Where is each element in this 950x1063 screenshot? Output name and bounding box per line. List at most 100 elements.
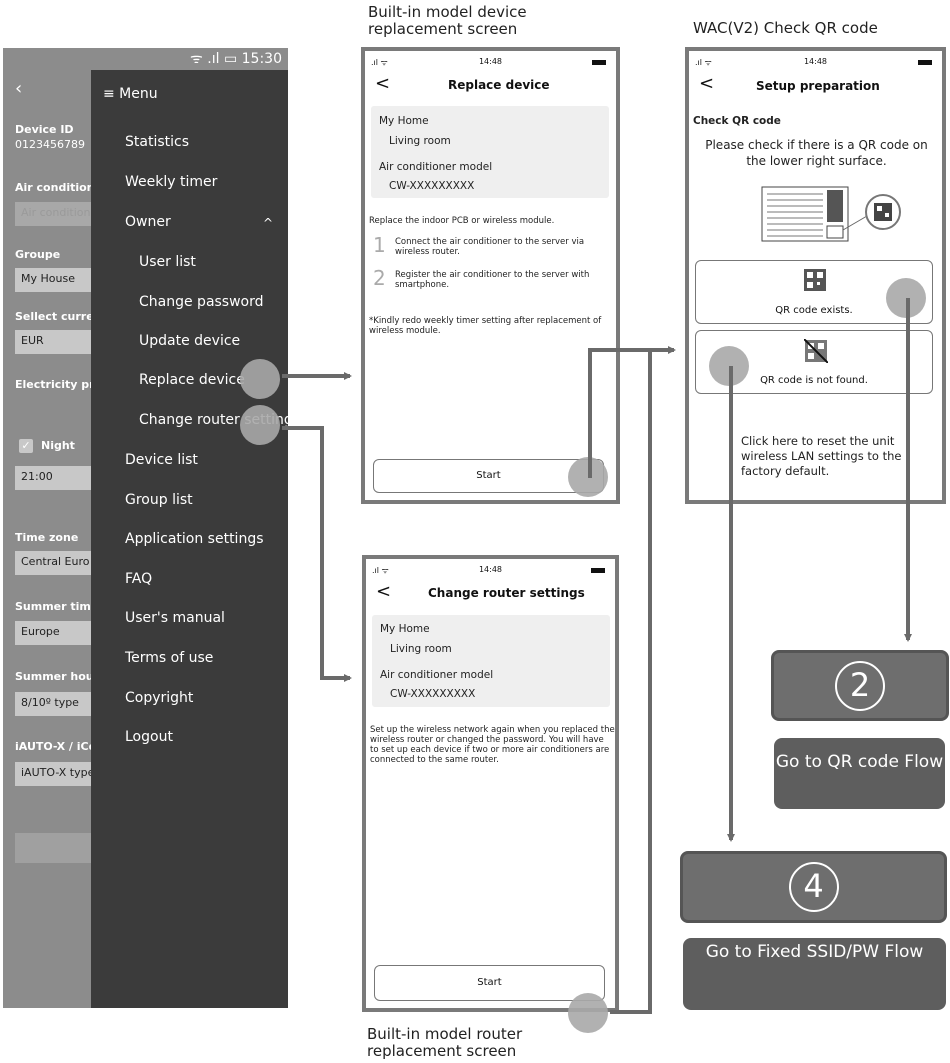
menu-item-users-manual[interactable]: User's manual <box>125 610 225 626</box>
menu-item-update-device[interactable]: Update device <box>139 333 241 349</box>
check-qr-heading: Check QR code <box>693 115 781 127</box>
menu-item-application-settings[interactable]: Application settings <box>125 531 264 547</box>
caption-line: replacement screen <box>367 1042 517 1060</box>
flow-number-box-4: 4 <box>680 851 947 923</box>
arrow-change-router <box>282 426 352 682</box>
tap-indicator-replace-device <box>240 359 280 399</box>
instruction-text: Please check if there is a QR code on th… <box>705 138 928 168</box>
intro-text: Replace the indoor PCB or wireless modul… <box>369 216 555 226</box>
field-label-time-zone: Time zone <box>15 531 79 544</box>
back-icon[interactable]: ‹ <box>15 78 23 99</box>
menu-item-weekly-timer[interactable]: Weekly timer <box>125 174 218 190</box>
arrow-router-start <box>610 350 652 1014</box>
note-text: *Kindly redo weekly timer setting after … <box>369 316 602 336</box>
phone-status-bar: .ıl ᯤ 14:48 <box>372 565 609 577</box>
room-name: Living room <box>390 643 452 655</box>
step-number-2: 2 <box>373 266 386 290</box>
field-label-air-conditioner: Air conditioner <box>15 181 108 194</box>
phone-status-bar: .ıl ᯤ 14:48 <box>371 57 610 69</box>
model-value: CW-XXXXXXXXX <box>389 180 475 192</box>
menu-item-terms-of-use[interactable]: Terms of use <box>125 650 214 666</box>
field-label-device-id: Device ID <box>15 123 74 136</box>
model-label: Air conditioner model <box>380 669 494 681</box>
step-number-1: 1 <box>373 233 386 257</box>
battery-icon <box>591 568 605 573</box>
description-text: Set up the wireless network again when y… <box>370 725 615 765</box>
start-button[interactable]: Start <box>374 965 605 1001</box>
change-router-screen: .ıl ᯤ 14:48 < Change router settings My … <box>362 555 619 1012</box>
night-checkbox[interactable]: ✓ <box>19 439 33 453</box>
signal-icon: .ıl ᯤ <box>371 58 388 67</box>
model-value: CW-XXXXXXXXX <box>390 688 476 700</box>
field-label-night: Night <box>41 439 75 452</box>
screen-title: Setup preparation <box>756 79 880 93</box>
tap-indicator-start-router <box>568 993 608 1033</box>
battery-icon <box>918 60 932 65</box>
caption-line: Built-in model device <box>368 3 527 21</box>
field-label-iauto: iAUTO-X / iCo <box>15 740 97 753</box>
step-text-2: Register the air conditioner to the serv… <box>395 270 590 290</box>
back-icon[interactable]: < <box>375 73 391 94</box>
screen-title: Replace device <box>448 78 550 92</box>
flow-number-box-2: 2 <box>771 650 949 721</box>
field-label-currency: Sellect curren <box>15 310 102 323</box>
signal-icon: .ıl ᯤ <box>695 58 712 67</box>
menu-item-user-list[interactable]: User list <box>139 254 196 270</box>
menu-item-statistics[interactable]: Statistics <box>125 134 189 150</box>
air-conditioner-qr-illustration <box>761 186 901 242</box>
side-menu: ≡ Menu Statistics Weekly timer Owner ^ U… <box>91 70 288 1008</box>
go-to-fixed-ssid-flow: Go to Fixed SSID/PW Flow <box>683 938 946 1010</box>
chevron-up-icon[interactable]: ^ <box>263 216 274 230</box>
qr-exists-label: QR code exists. <box>775 305 853 316</box>
menu-header[interactable]: ≡ Menu <box>103 86 158 102</box>
menu-item-group-list[interactable]: Group list <box>125 492 193 508</box>
menu-item-copyright[interactable]: Copyright <box>125 690 194 706</box>
status-icons: ᯤ .ıl ▭ <box>190 51 242 67</box>
qr-check-screen: .ıl ᯤ 14:48 < Setup preparation Check QR… <box>685 47 946 504</box>
settings-app-screen: ‹ Device ID 0123456789 Air conditioner A… <box>3 48 288 1008</box>
caption-router-replacement: Built-in model router replacement screen <box>367 1026 522 1060</box>
caption-wac-check: WAC(V2) Check QR code <box>693 19 878 37</box>
caption-line: Built-in model router <box>367 1025 523 1043</box>
reset-link[interactable]: Click here to reset the unit wireless LA… <box>741 434 902 478</box>
arrow-device-start <box>588 346 676 478</box>
back-icon[interactable]: < <box>376 581 392 602</box>
menu-item-owner[interactable]: Owner <box>125 214 171 230</box>
field-value-device-id: 0123456789 <box>15 138 85 151</box>
replace-device-screen: .ıl ᯤ 14:48 < Replace device My Home Liv… <box>361 47 620 504</box>
flow-number-2: 2 <box>835 660 885 711</box>
screen-title: Change router settings <box>428 586 585 600</box>
device-info-box <box>372 615 610 707</box>
back-icon[interactable]: < <box>699 73 715 94</box>
phone-clock: 14:48 <box>478 57 503 66</box>
status-bar: ᯤ .ıl ▭ 15:30 <box>3 48 288 70</box>
menu-item-device-list[interactable]: Device list <box>125 452 198 468</box>
menu-item-faq[interactable]: FAQ <box>125 571 153 587</box>
phone-clock: 14:48 <box>478 565 503 574</box>
menu-item-change-password[interactable]: Change password <box>139 294 264 310</box>
qr-code-icon <box>804 269 826 291</box>
phone-status-bar: .ıl ᯤ 14:48 <box>695 57 936 69</box>
battery-icon <box>592 60 606 65</box>
tap-indicator-change-router <box>240 405 280 445</box>
device-info-box <box>371 106 609 198</box>
signal-icon: .ıl ᯤ <box>372 566 389 575</box>
home-name: My Home <box>380 623 430 635</box>
field-label-summer-house: Summer hous <box>15 670 101 683</box>
field-value-night-time[interactable]: 21:00 <box>15 466 95 490</box>
room-name: Living room <box>389 135 451 147</box>
phone-clock: 14:48 <box>803 57 828 66</box>
field-label-summer-time: Summer time <box>15 600 99 613</box>
go-to-qr-flow: Go to QR code Flow <box>774 738 945 809</box>
menu-item-logout[interactable]: Logout <box>125 729 173 745</box>
flow-number-4: 4 <box>788 862 839 912</box>
home-name: My Home <box>379 115 429 127</box>
step-text-1: Connect the air conditioner to the serve… <box>395 237 585 257</box>
status-clock: 15:30 <box>241 51 282 67</box>
caption-line: replacement screen <box>368 20 518 38</box>
menu-item-replace-device[interactable]: Replace device <box>139 372 245 388</box>
field-label-groupe: Groupe <box>15 248 61 261</box>
caption-device-replacement: Built-in model device replacement screen <box>368 4 527 38</box>
field-label-electricity-price: Electricity pric <box>15 378 105 391</box>
